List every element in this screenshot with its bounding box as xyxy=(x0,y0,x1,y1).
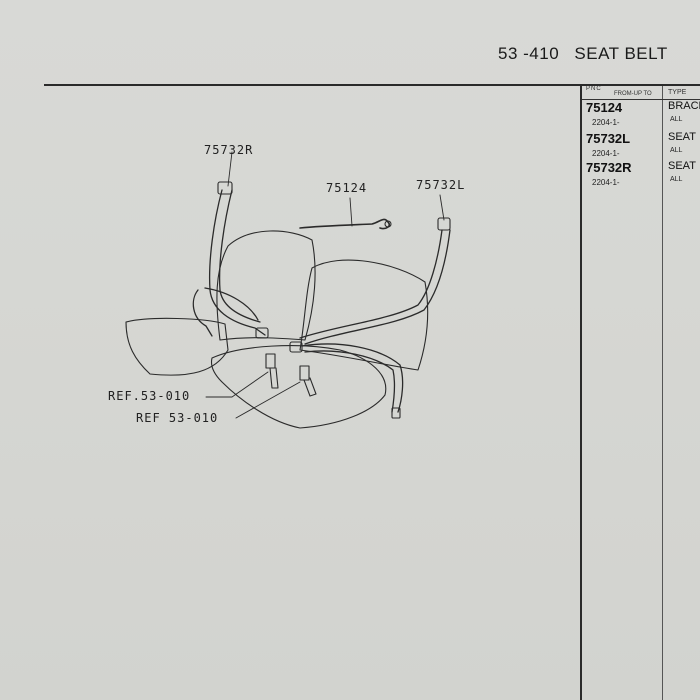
right-seat-back xyxy=(299,259,429,371)
callout-ref-2: REF 53-010 xyxy=(136,411,219,425)
type-note: ALL xyxy=(670,116,683,123)
callout-bracket: 75124 xyxy=(326,181,368,195)
from-up-to: 2204-1- xyxy=(592,149,620,158)
buckle-right xyxy=(255,327,269,339)
page-header: 53 -410 SEAT BELT xyxy=(498,44,668,64)
pnc-header: PNC xyxy=(586,86,602,92)
header-rule xyxy=(44,84,700,86)
anchor-upper-right xyxy=(217,181,233,195)
type-note: ALL xyxy=(670,176,683,183)
type-header: TYPE xyxy=(668,89,687,96)
table-left-border xyxy=(580,84,582,700)
left-seat-back xyxy=(216,230,316,341)
seat-belt-diagram xyxy=(125,151,451,429)
buckle-left xyxy=(289,341,303,353)
callout-ref-1: REF.53-010 xyxy=(108,389,191,403)
part-type: SEAT xyxy=(668,131,696,143)
right-seat-cushion xyxy=(210,345,387,429)
part-type: BRACK xyxy=(668,100,700,112)
type-note: ALL xyxy=(670,147,683,154)
table-row: 75124 2204-1- BRACK ALL xyxy=(582,100,700,134)
table-row: 75732L 2204-1- SEAT ALL xyxy=(582,131,700,165)
bracket xyxy=(299,218,391,230)
part-number: 75732R xyxy=(586,160,632,175)
buckle-receiver-2 xyxy=(299,365,310,381)
part-type: SEAT xyxy=(668,160,696,172)
section-code: 53 -410 xyxy=(498,44,560,63)
parts-table-header: PNC FROM-UP TO TYPE xyxy=(582,86,700,100)
belt-right xyxy=(208,189,266,336)
left-seat-cushion xyxy=(125,317,229,376)
floor-anchor xyxy=(391,407,401,419)
part-number: 75732L xyxy=(586,131,631,146)
type-column-border xyxy=(662,86,663,700)
section-title: SEAT BELT xyxy=(574,44,668,63)
from-up-to: 2204-1- xyxy=(592,178,620,187)
from-up-to: 2204-1- xyxy=(592,118,620,127)
buckle-receiver-1 xyxy=(265,353,276,369)
callout-belt-left: 75732L xyxy=(416,178,466,192)
callout-belt-right: 75732R xyxy=(204,143,254,157)
part-number: 75124 xyxy=(586,100,623,115)
belt-left xyxy=(299,229,443,339)
from-up-to-header: FROM-UP TO xyxy=(614,91,652,97)
table-header-rule xyxy=(582,99,700,100)
table-row: 75732R 2204-1- SEAT ALL xyxy=(582,160,700,194)
